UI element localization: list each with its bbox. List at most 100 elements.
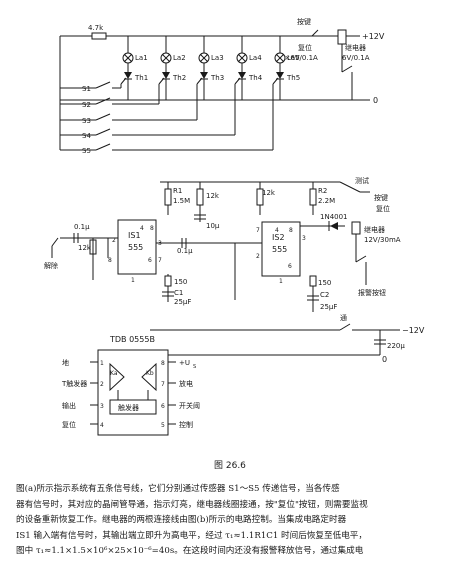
r2-label: R2 <box>318 187 327 195</box>
comparator-ka <box>109 362 125 392</box>
ic-right-label: 放电 <box>179 379 193 388</box>
ic1-pin-8: 8 <box>150 225 154 232</box>
ic1-555 <box>117 219 157 275</box>
ic1-pin-1: 1 <box>131 277 135 284</box>
alarm-button-label: 报警按钮 <box>358 288 386 297</box>
flipflop-label: 触发器 <box>118 403 139 412</box>
lamp-label: La3 <box>211 54 224 62</box>
cap-01u-a-label: 0.1μ <box>74 223 90 231</box>
ground-label-a: 0 <box>373 96 378 105</box>
lamp-label: La1 <box>135 54 148 62</box>
c2-value: 25μF <box>320 303 337 311</box>
ic1-pin-7: 7 <box>158 257 162 264</box>
figure-a: 4.7k 按键 +12V 复位 继电器 5×6V/0.1A 6V/0.1A La… <box>59 17 385 155</box>
ic-left-pin: 4 <box>100 422 104 429</box>
thyristor-4 <box>238 72 246 79</box>
resistor-150-b <box>309 275 317 287</box>
thyristor-label: Th1 <box>134 74 148 82</box>
reset-label: 复位 <box>298 43 312 52</box>
ic-right-pin: 6 <box>161 403 165 410</box>
resistor-r1 <box>164 188 172 206</box>
cap-01u-b-label: 0.1μ <box>177 247 193 255</box>
resistor-12k-a <box>196 188 204 206</box>
relay-coil-b <box>351 221 361 235</box>
ground-label-b: 0 <box>382 355 387 364</box>
switch-label-s5: S5 <box>82 147 91 155</box>
r12k-b-label: 12k <box>262 189 276 197</box>
lamp-label: La5 <box>287 54 300 62</box>
ic1-type: 555 <box>128 243 143 252</box>
r1-label: R1 <box>173 187 182 195</box>
figure-b: R1 1.5M 12k 10μ 12k R2 2.2M 测试 按键 复位 1N4… <box>44 176 425 364</box>
ic2-555 <box>261 221 301 277</box>
thyristor-3 <box>200 72 208 79</box>
button-label: 按键 <box>297 17 311 26</box>
supply-plus12v: +12V <box>362 32 385 41</box>
resistor-4k7 <box>91 32 107 40</box>
ic2-pin-1: 1 <box>279 278 283 285</box>
resistor-12k-b <box>256 188 264 206</box>
button-label-b: 按键 <box>374 193 388 202</box>
resistor-top-label: 4.7k <box>88 24 104 32</box>
r2-value: 2.2M <box>318 197 335 205</box>
release-label: 解除 <box>44 261 58 270</box>
lamp-rating: 5×6V/0.1A <box>280 54 318 62</box>
reset-label-b: 复位 <box>376 204 390 213</box>
paragraph-line: 器有信号时，其对应的晶闸管导通，指示灯亮，继电器线圈接通，按"复位"按钮，则需要… <box>16 499 368 510</box>
r12k-a-label: 12k <box>206 192 220 200</box>
ic2-pin-3: 3 <box>302 235 306 242</box>
ic2-pin-4: 4 <box>275 227 279 234</box>
r150-b-label: 150 <box>318 279 331 287</box>
paragraph-line: 图(a)所示指示系统有五条信号线，它们分别通过传感器 S1～S5 传递信号，当各… <box>16 484 340 494</box>
ic1-name: IS1 <box>128 231 141 240</box>
ic-right-pin: 5 <box>161 422 165 429</box>
neg-supply-label: −12V <box>402 326 425 335</box>
switch-label-s3: S3 <box>82 117 91 125</box>
relay-rating-b: 12V/30mA <box>364 236 401 244</box>
test-label: 测试 <box>355 176 369 185</box>
ic-right-label: 控制 <box>179 420 193 429</box>
ic-left-label: 输出 <box>62 401 76 410</box>
switch-label-s2: S2 <box>82 101 91 109</box>
ic-package <box>97 349 169 436</box>
ic-left-pin: 3 <box>100 403 104 410</box>
ic-title: TDB 0555B <box>109 335 155 344</box>
ic-left-pin: 2 <box>100 381 104 388</box>
switch-label-s4: S4 <box>82 132 91 140</box>
switch-label-s1: S1 <box>82 85 91 93</box>
ic2-pin-8: 8 <box>289 227 293 234</box>
ic1-pin-4: 4 <box>140 225 144 232</box>
lamp-label: La2 <box>173 54 186 62</box>
ic1-pin-6: 6 <box>148 257 152 264</box>
ic-left-pin: 1 <box>100 360 104 367</box>
lamp-label: La4 <box>249 54 262 62</box>
body-paragraph: 图(a)所示指示系统有五条信号线，它们分别通过传感器 S1～S5 传递信号，当各… <box>16 482 448 560</box>
thyristor-2 <box>162 72 170 79</box>
relay-label: 继电器 <box>345 43 366 52</box>
ic2-pin-7: 7 <box>256 227 260 234</box>
ic-right-label: 开关阈 <box>179 401 200 410</box>
relay-label-b: 继电器 <box>364 225 385 234</box>
ic-right-pin: 8 <box>161 360 165 367</box>
paragraph-line: 的设备重新恢复工作。继电器的两根连接线由图(b)所示的电路控制。当集成电路定时器 <box>16 515 347 525</box>
ic-left-label: T触发器 <box>61 379 87 388</box>
r1-value: 1.5M <box>173 197 190 205</box>
ic1-pin-8b: 8 <box>108 257 112 264</box>
paragraph-line: 图中 τ₁≈1.1×1.5×10⁶×25×10⁻⁶=40s。在这段时间内还没有报… <box>16 546 364 556</box>
thyristor-label: Th4 <box>248 74 263 82</box>
cap-220u-label: 220μ <box>387 342 405 350</box>
c2-label: C2 <box>320 291 329 299</box>
thyristor-label: Th2 <box>172 74 186 82</box>
comparator-kb-label: Kb <box>146 370 154 377</box>
thyristor-5 <box>276 72 284 79</box>
thyristor-1 <box>124 72 132 79</box>
comparator-kb <box>141 362 157 392</box>
resistor-r2 <box>309 188 317 206</box>
relay-coil <box>337 29 347 45</box>
thyristor-label: Th3 <box>210 74 224 82</box>
